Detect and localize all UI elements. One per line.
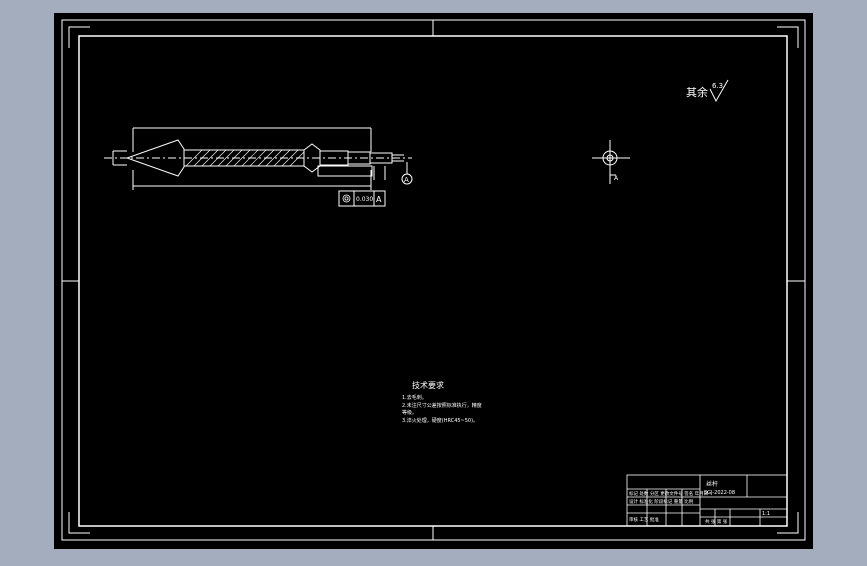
roughness-value: 6.3	[712, 82, 723, 90]
title-block-scale: 1:1	[762, 511, 770, 517]
tech-line: 2.未注尺寸公差按照标准执行，精度	[402, 402, 482, 409]
title-block-row3: 审核 工艺 批准	[629, 516, 659, 523]
roughness-note-text: 其余	[686, 85, 708, 99]
datum-letter: A	[376, 195, 382, 204]
feature-control-frame: 0.030 A	[338, 190, 386, 207]
title-block-sheet: 共 张 第 张	[705, 518, 728, 525]
title-block-row2: 设计 标准化 阶段标记 重量 比例	[629, 498, 694, 505]
tech-line: 等级。	[402, 409, 417, 416]
tech-line: 1.去毛刺。	[402, 394, 427, 401]
section-view	[592, 140, 630, 184]
datum-label: A	[404, 176, 409, 184]
tolerance-value: 0.030	[356, 196, 373, 203]
title-block-drawing-no: SGJ-2022-08	[704, 490, 735, 496]
tech-line: 3.淬火处理，硬度(HRC45~50)。	[402, 417, 478, 424]
roughness-symbol-icon	[709, 79, 729, 103]
title-block	[626, 474, 788, 527]
tech-title: 技术要求	[412, 380, 444, 390]
trim-marks	[68, 26, 799, 534]
shaft-drawing	[104, 127, 412, 190]
concentricity-icon	[342, 194, 351, 203]
technical-requirements: 技术要求 1.去毛刺。 2.未注尺寸公差按照标准执行，精度 等级。 3.淬火处理…	[402, 380, 482, 424]
model-space	[54, 13, 813, 549]
title-block-part-name: 丝杆	[706, 480, 718, 488]
thread-hatching	[185, 149, 305, 167]
centering-marks	[62, 20, 805, 540]
section-label: A	[614, 175, 619, 182]
datum-bubble	[401, 173, 413, 185]
roughness-note: 其余 6.3	[686, 79, 729, 103]
title-block-row1: 标记 处数 分区 更改文件号 签名 年月日	[629, 490, 708, 497]
